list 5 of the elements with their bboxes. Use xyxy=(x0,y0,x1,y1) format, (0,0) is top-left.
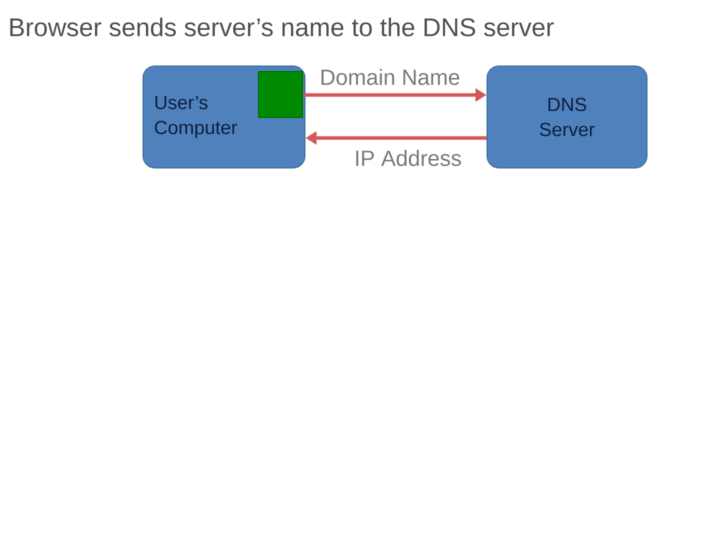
rounded-box: DNS Server xyxy=(486,66,648,168)
edge-label: Domain Name xyxy=(318,68,462,86)
edge-label: IP Address xyxy=(353,148,463,168)
square xyxy=(258,71,303,118)
title: Browser sends server’s name to the DNS server xyxy=(10,18,554,36)
